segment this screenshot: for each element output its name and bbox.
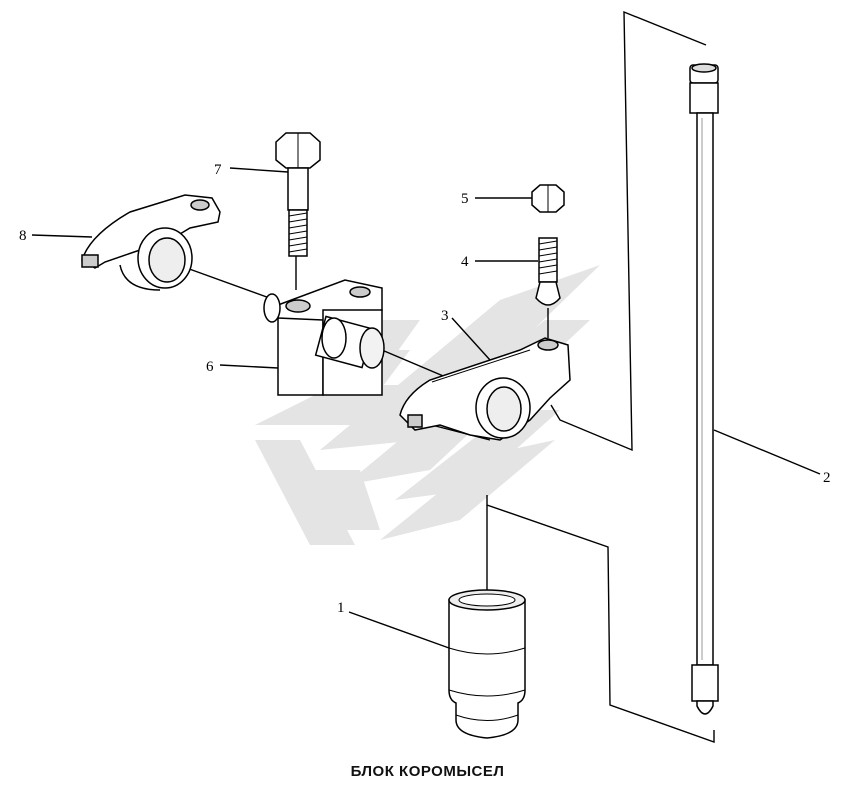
rocker-support <box>263 279 385 396</box>
callout-5: 5 <box>461 191 469 207</box>
rocker-arm-right-tip <box>407 414 423 428</box>
leader-8 <box>31 234 93 238</box>
leader-1 <box>348 611 450 649</box>
assembly-line-tappet <box>486 495 715 743</box>
screw-ball-tip <box>535 281 561 306</box>
leader-2 <box>713 429 821 475</box>
tappet-body <box>448 599 526 739</box>
assembly-line-pushrod-top <box>550 10 707 452</box>
rocker-arm-right-screw-hole <box>537 339 559 351</box>
pushrod-bottom-collar <box>691 664 719 702</box>
nut <box>531 184 565 213</box>
callout-numbers: 1 2 3 4 5 6 7 8 <box>19 162 831 616</box>
rocker-arm-left-tip <box>81 254 99 268</box>
rocker-arm-left <box>81 194 221 291</box>
pushrod-top-collar <box>689 82 719 114</box>
callout-3: 3 <box>441 308 449 324</box>
callout-2: 2 <box>823 470 831 486</box>
pushrod-ball-end <box>696 700 714 715</box>
leader-lines <box>31 167 821 649</box>
callout-4: 4 <box>461 254 469 270</box>
diagram-caption: БЛОК КОРОМЫСЕЛ <box>350 763 505 780</box>
rocker-arm-right <box>399 337 571 441</box>
bolt <box>275 132 321 257</box>
tappet <box>448 589 526 739</box>
rocker-arm-left-screw-hole <box>190 199 210 211</box>
callout-1: 1 <box>337 600 345 616</box>
pushrod-tube <box>696 112 714 666</box>
support-shaft-end <box>359 327 385 369</box>
callout-7: 7 <box>214 162 222 178</box>
leader-6 <box>219 364 279 369</box>
pushrod-top-cup-rim <box>691 63 717 73</box>
support-shaft-stub <box>263 293 281 323</box>
callout-6: 6 <box>206 359 214 375</box>
bolt-shank <box>287 167 309 211</box>
adjusting-screw <box>535 237 561 306</box>
leader-7 <box>229 167 289 173</box>
assembly-lines <box>169 10 715 743</box>
pushrod <box>689 63 719 715</box>
support-bolt-hole <box>285 299 311 313</box>
callout-8: 8 <box>19 228 27 244</box>
leader-3 <box>451 317 491 361</box>
